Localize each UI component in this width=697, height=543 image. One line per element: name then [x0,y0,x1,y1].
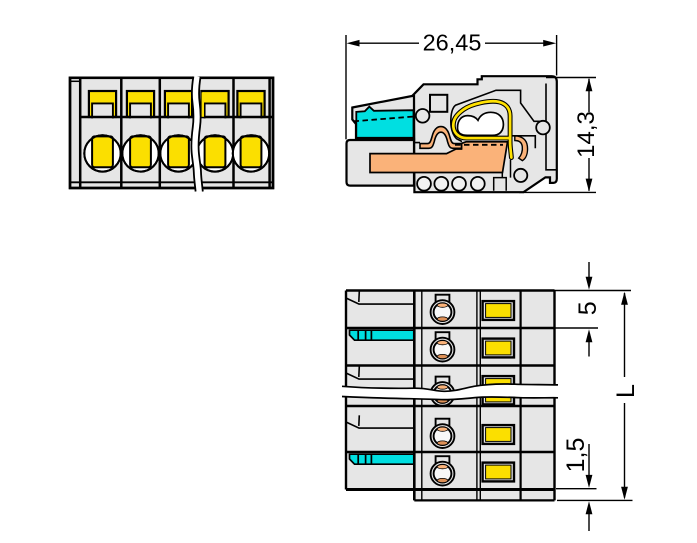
svg-text:1,5: 1,5 [562,438,590,473]
svg-text:L: L [612,384,640,398]
svg-text:14,3: 14,3 [573,111,600,158]
svg-text:5: 5 [574,301,602,315]
svg-text:26,45: 26,45 [423,30,482,56]
